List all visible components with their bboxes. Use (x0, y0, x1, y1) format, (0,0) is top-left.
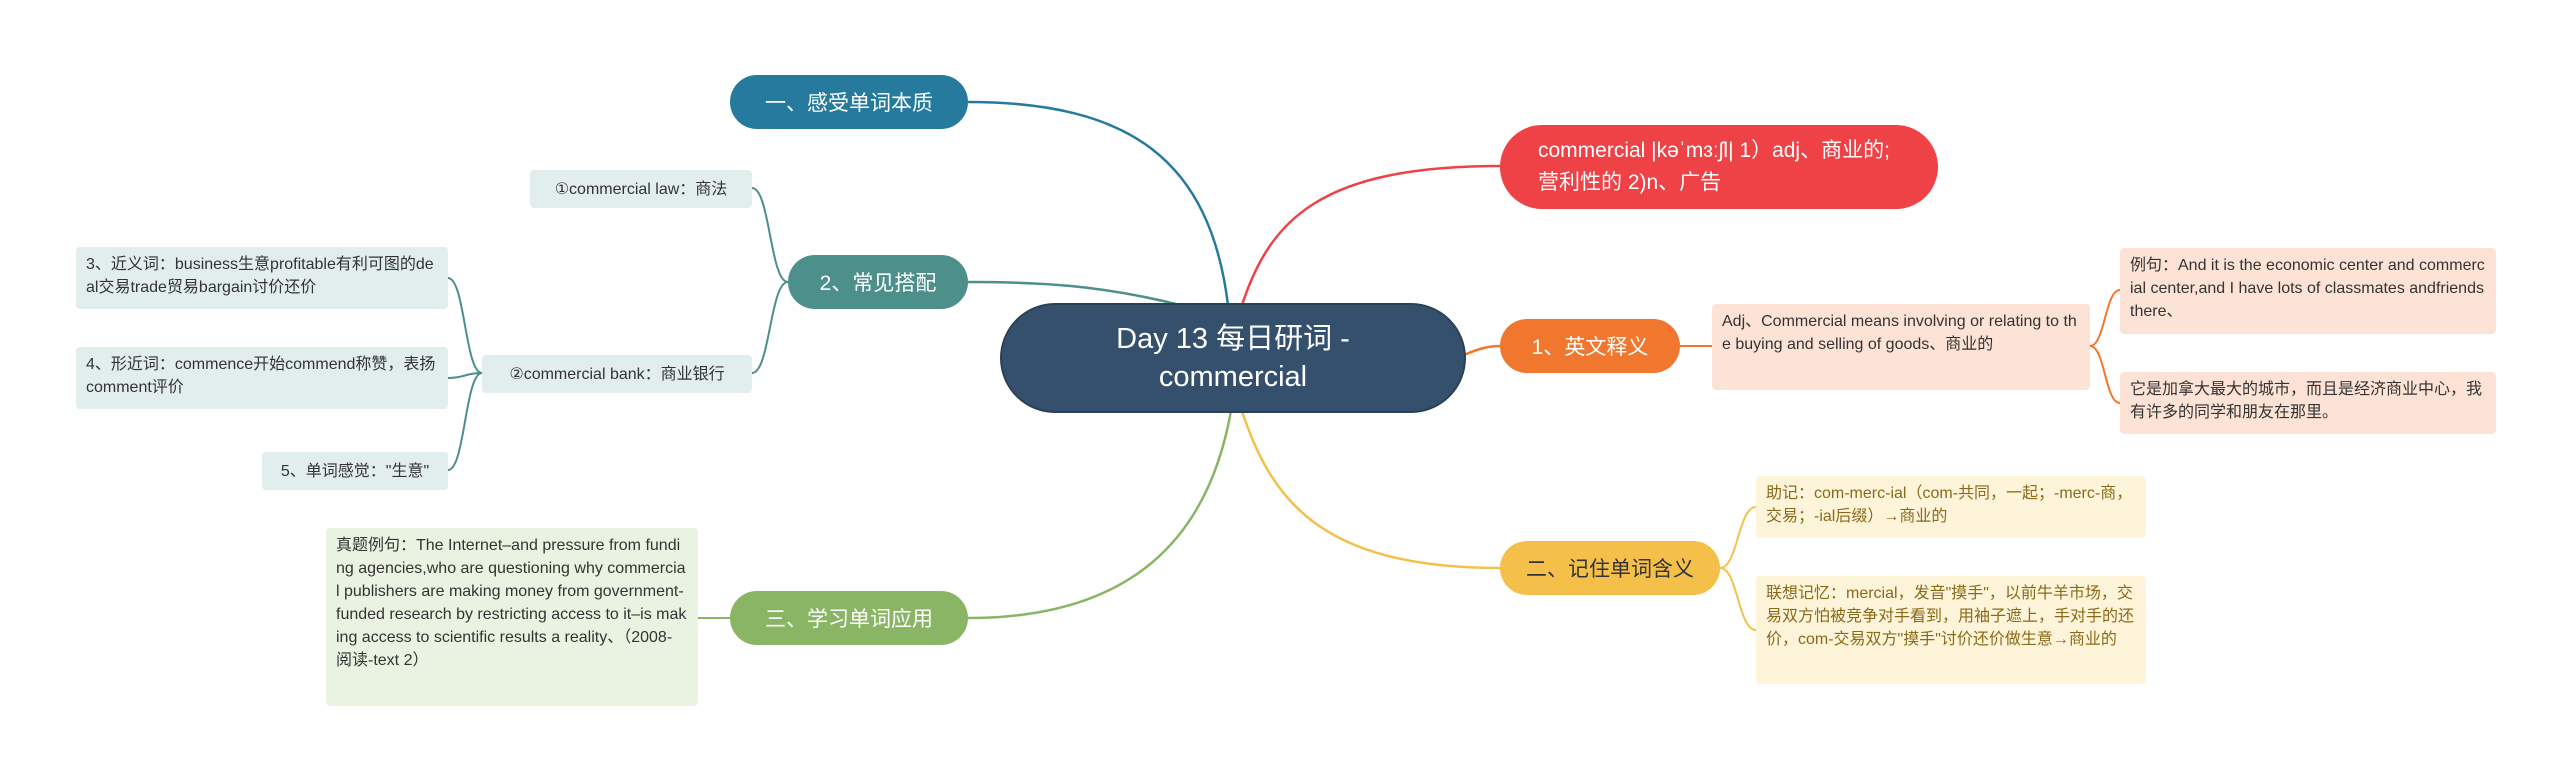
leaf-english-meaning-text: Adj、Commercial means involving or relati… (1722, 313, 2077, 353)
link-root-memory (1238, 404, 1501, 570)
leaf-mnemonic[interactable]: 助记：com-merc-ial（com-共同，一起；-merc-商，交易；-ia… (1756, 476, 2146, 538)
leaf-english-meaning[interactable]: Adj、Commercial means involving or relati… (1712, 304, 2090, 390)
branch-definition[interactable]: commercial |kəˈmɜːʃl| 1）adj、商业的;营利性的 2)n… (1500, 125, 1938, 209)
link-bank-feeling (447, 372, 483, 471)
leaf-example-cn-text: 它是加拿大最大的城市，而且是经济商业中心，我有许多的同学和朋友在那里。 (2130, 381, 2483, 421)
leaf-example-en-text: 例句：And it is the economic center and com… (2130, 257, 2485, 320)
branch-definition-text: commercial |kəˈmɜːʃl| 1）adj、商业的;营利性的 2)n… (1538, 139, 1890, 194)
link-bank-similar (447, 372, 483, 379)
leaf-association[interactable]: 联想记忆：mercial，发音"摸手"，以前牛羊市场，交易双方怕被竞争对手看到，… (1756, 576, 2146, 684)
branch-feel-label: 一、感受单词本质 (765, 92, 933, 115)
link-root-feel (967, 100, 1230, 306)
leaf-exam-example[interactable]: 真题例句：The Internet–and pressure from fund… (326, 528, 698, 706)
leaf-word-feeling[interactable]: 5、单词感觉："生意" (262, 452, 448, 490)
leaf-commercial-law[interactable]: ①commercial law：商法 (530, 170, 752, 208)
branch-collocations-label: 2、常见搭配 (819, 272, 937, 295)
root-topic-title: Day 13 每日研词 - commercial (1116, 323, 1350, 393)
leaf-example-en[interactable]: 例句：And it is the economic center and com… (2120, 248, 2496, 334)
leaf-commercial-law-text: ①commercial law：商法 (554, 180, 728, 198)
link-memory-mnemonic (1719, 506, 1757, 569)
leaf-synonym-text: 3、近义词：business生意profitable有利可图的deal交易tra… (86, 256, 434, 296)
leaf-similar-words[interactable]: 4、形近词：commence开始commend称赞，表扬comment评价 (76, 347, 448, 409)
link-meaning-example-en (2089, 289, 2121, 347)
leaf-word-feeling-text: 5、单词感觉："生意" (280, 462, 430, 480)
link-coll-bank (751, 281, 789, 374)
leaf-mnemonic-text: 助记：com-merc-ial（com-共同，一起；-merc-商，交易；-ia… (1766, 485, 2133, 525)
leaf-similar-words-text: 4、形近词：commence开始commend称赞，表扬comment评价 (86, 356, 436, 396)
root-topic[interactable]: Day 13 每日研词 - commercial (1000, 303, 1466, 413)
leaf-synonym[interactable]: 3、近义词：business生意profitable有利可图的deal交易tra… (76, 247, 448, 309)
branch-usage-label: 三、学习单词应用 (765, 608, 933, 631)
link-root-usage (967, 404, 1234, 620)
leaf-exam-example-text: 真题例句：The Internet–and pressure from fund… (336, 537, 687, 669)
leaf-example-cn[interactable]: 它是加拿大最大的城市，而且是经济商业中心，我有许多的同学和朋友在那里。 (2120, 372, 2496, 434)
leaf-commercial-bank-text: ②commercial bank：商业银行 (509, 365, 725, 383)
leaf-commercial-bank[interactable]: ②commercial bank：商业银行 (482, 355, 752, 393)
branch-memory[interactable]: 二、记住单词含义 (1500, 541, 1720, 595)
link-bank-synonym (447, 277, 483, 374)
link-root-english (1463, 344, 1501, 357)
leaf-association-text: 联想记忆：mercial，发音"摸手"，以前牛羊市场，交易双方怕被竞争对手看到，… (1766, 585, 2135, 648)
link-root-collocations (967, 280, 1181, 307)
link-root-definition (1240, 164, 1501, 306)
link-coll-law (751, 187, 789, 283)
link-meaning-example-cn (2089, 345, 2121, 404)
link-memory-association (1719, 567, 1757, 631)
branch-feel[interactable]: 一、感受单词本质 (730, 75, 968, 129)
branch-english-label: 1、英文释义 (1531, 336, 1649, 359)
branch-collocations[interactable]: 2、常见搭配 (788, 255, 968, 309)
branch-usage[interactable]: 三、学习单词应用 (730, 591, 968, 645)
branch-english[interactable]: 1、英文释义 (1500, 319, 1680, 373)
branch-memory-label: 二、记住单词含义 (1526, 558, 1694, 581)
